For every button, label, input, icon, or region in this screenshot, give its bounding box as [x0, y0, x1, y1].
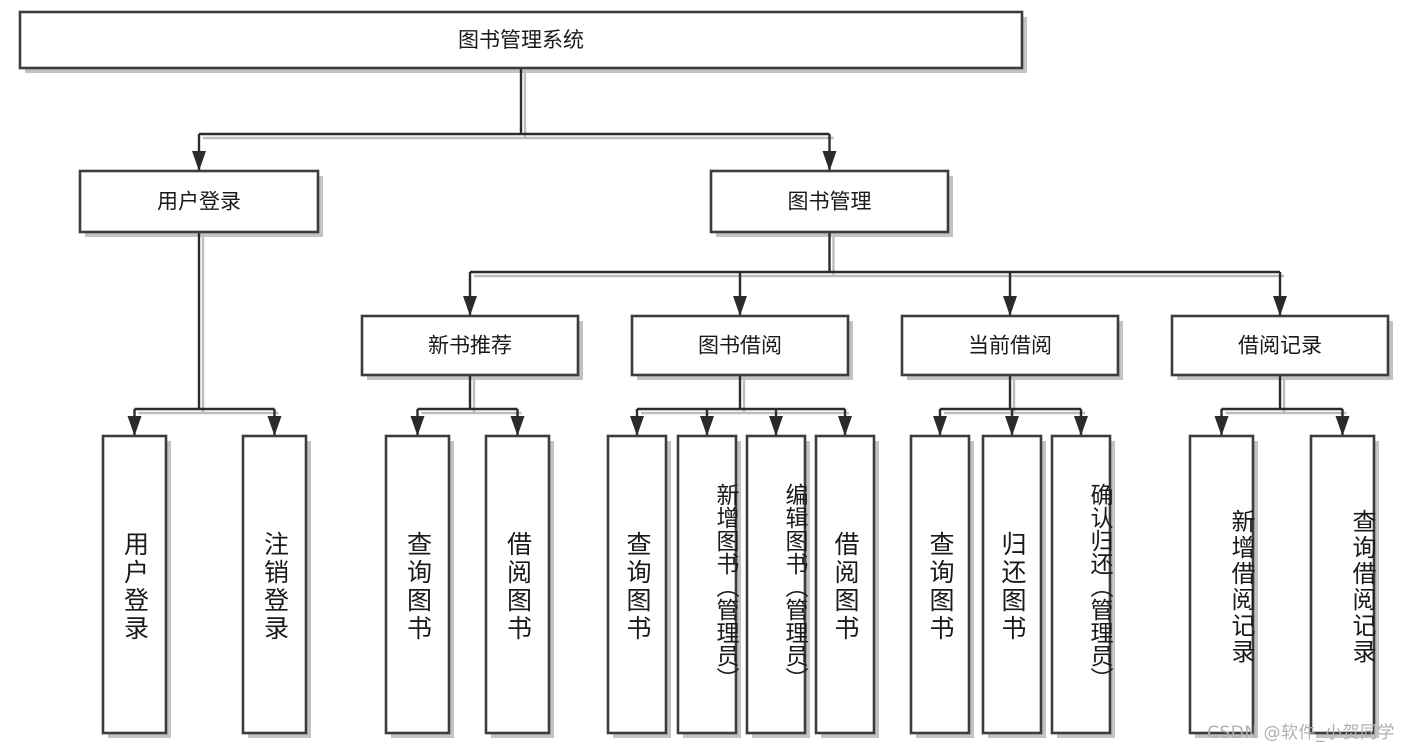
edge-arrow-icon	[463, 296, 477, 316]
watermark-credit: CSDN @软件_小贺同学	[1207, 723, 1395, 743]
node-book-manage-label: 图书管理	[788, 190, 872, 214]
node-leaf-confirm-return[interactable]	[1050, 434, 1112, 735]
edge-arrow-icon	[1335, 416, 1350, 436]
edge-arrow-icon	[933, 416, 947, 436]
node-borrow-record[interactable]	[1170, 314, 1390, 377]
edge-arrow-icon	[267, 416, 282, 436]
edge-arrow-icon	[769, 416, 783, 436]
edge-arrow-icon	[733, 296, 747, 316]
node-current-borrow-label: 当前借阅	[968, 334, 1052, 358]
node-leaf-edit-book[interactable]	[745, 434, 807, 735]
node-leaf-query-book-3[interactable]	[909, 434, 971, 735]
edge-arrow-icon	[1005, 416, 1019, 436]
node-new-book-rec[interactable]	[360, 314, 580, 377]
node-leaf-user-login[interactable]	[101, 434, 168, 735]
node-new-book-rec-label: 新书推荐	[428, 334, 512, 358]
edge-arrow-icon	[1214, 416, 1229, 436]
edge-arrow-icon	[127, 416, 142, 436]
node-leaf-return-book[interactable]	[981, 434, 1043, 735]
node-leaf-borrow-book-1[interactable]	[484, 434, 551, 735]
node-leaf-query-book-1[interactable]	[384, 434, 451, 735]
edge-arrow-icon	[410, 416, 425, 436]
node-current-borrow[interactable]	[900, 314, 1120, 377]
edge-arrow-icon	[1273, 296, 1287, 316]
edge-layer	[127, 68, 1350, 436]
edge-arrow-icon	[192, 151, 206, 171]
node-leaf-add-book[interactable]	[676, 434, 738, 735]
node-leaf-query-book-2[interactable]	[606, 434, 668, 735]
node-book-borrow[interactable]	[630, 314, 850, 377]
node-user-login-label: 用户登录	[157, 190, 241, 214]
node-leaf-borrow-book-2[interactable]	[814, 434, 876, 735]
edge-arrow-icon	[510, 416, 525, 436]
edge-arrow-icon	[838, 416, 852, 436]
edge-arrow-icon	[1074, 416, 1088, 436]
node-user-login[interactable]	[78, 169, 320, 234]
node-leaf-add-record[interactable]	[1188, 434, 1255, 735]
node-root[interactable]	[18, 10, 1024, 70]
edge-arrow-icon	[1003, 296, 1017, 316]
node-leaf-logout[interactable]	[241, 434, 308, 735]
edge-arrow-icon	[630, 416, 644, 436]
node-leaf-query-record[interactable]	[1309, 434, 1376, 735]
edge-arrow-icon	[700, 416, 714, 436]
node-book-manage[interactable]	[709, 169, 950, 234]
node-borrow-record-label: 借阅记录	[1238, 334, 1322, 358]
node-book-borrow-label: 图书借阅	[698, 334, 782, 358]
node-root-label: 图书管理系统	[458, 28, 584, 52]
edge-arrow-icon	[822, 151, 837, 171]
